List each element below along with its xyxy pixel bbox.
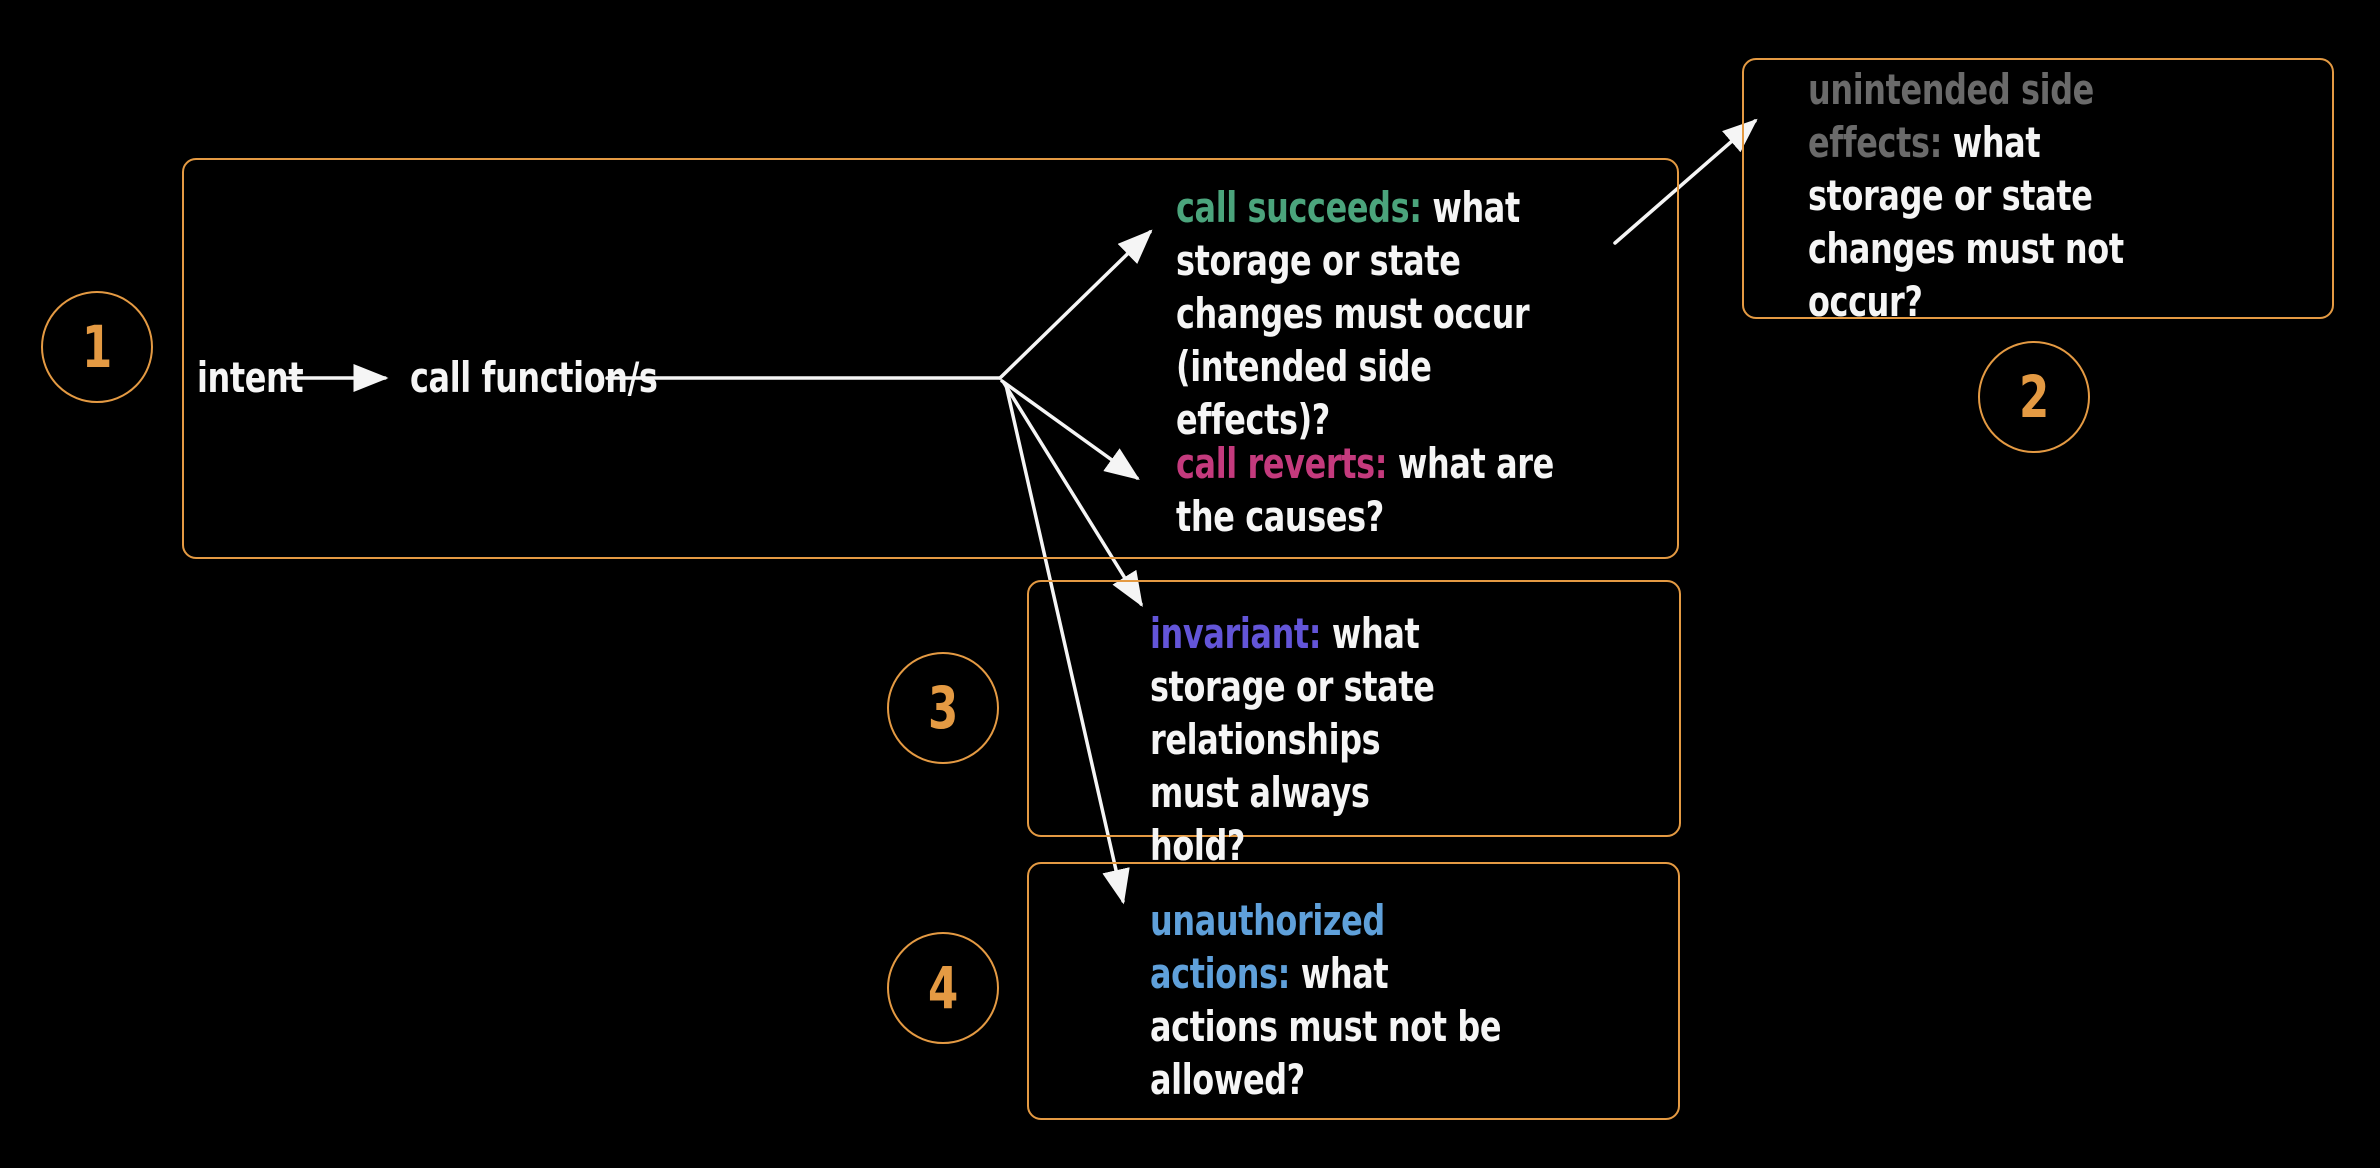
invariant-text: what storage or state relationships must… (1150, 609, 1435, 870)
call-reverts-text: what are the causes? (1176, 439, 1554, 541)
unintended-side-effects-text: what storage or state changes must not o… (1808, 118, 2124, 326)
unintended-side-effects-label: unintended side effects: (1808, 65, 2094, 167)
step-badge-2: 2 (1978, 341, 2090, 453)
step-badge-1-number: 1 (81, 313, 113, 381)
call-reverts-callout: call reverts: what are the causes? (1176, 437, 1556, 543)
call-succeeds-label: call succeeds: (1176, 183, 1422, 232)
step-badge-4: 4 (887, 932, 999, 1044)
step-badge-1: 1 (41, 291, 153, 403)
invariant-label: invariant: (1150, 609, 1322, 658)
arrow-to-invariant (1002, 381, 1143, 607)
step-badge-3: 3 (887, 652, 999, 764)
arrow-to-unauthorized (1004, 383, 1130, 905)
call-function-node: call function/s (410, 351, 658, 404)
step-badge-2-number: 2 (2018, 363, 2050, 431)
step-badge-4-number: 4 (927, 954, 959, 1022)
unauthorized-actions-callout: unauthorized actions: what actions must … (1150, 894, 1503, 1106)
main-flow-box (182, 158, 1679, 559)
call-reverts-label: call reverts: (1176, 439, 1388, 488)
step-badge-3-number: 3 (927, 674, 959, 742)
invariant-box (1027, 580, 1681, 837)
unintended-side-effects-callout: unintended side effects: what storage or… (1808, 63, 2165, 328)
unauthorized-actions-label: unauthorized actions: (1150, 896, 1385, 998)
arrow-to-call-succeeds (998, 229, 1153, 380)
unintended-side-effects-box (1742, 58, 2334, 319)
arrow-to-call-reverts (1000, 379, 1140, 481)
call-succeeds-text: what storage or state changes must occur… (1176, 183, 1530, 444)
call-function-label: call function/s (410, 353, 658, 402)
unauthorized-actions-box (1027, 862, 1680, 1120)
unauthorized-actions-text: what actions must not be allowed? (1150, 949, 1502, 1104)
arrow-to-unintended (1613, 118, 1758, 245)
invariant-callout: invariant: what storage or state relatio… (1150, 607, 1469, 872)
call-succeeds-callout: call succeeds: what storage or state cha… (1176, 181, 1564, 446)
intent-node: intent (197, 351, 304, 404)
intent-label: intent (197, 353, 304, 402)
